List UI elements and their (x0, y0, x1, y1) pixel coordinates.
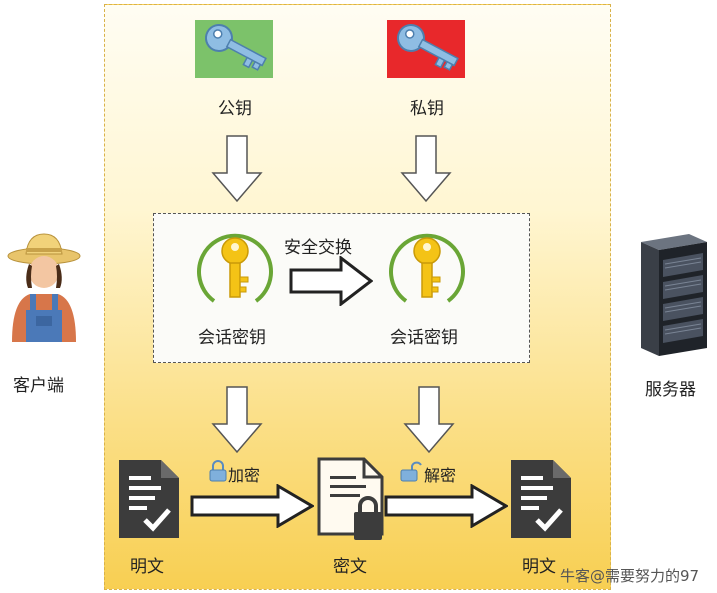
lock-closed-icon (209, 460, 227, 482)
session-key-right-label: 会话密钥 (390, 328, 458, 348)
down-arrow-public (211, 135, 263, 203)
decrypt-arrow (384, 484, 508, 528)
client-person-icon (2, 230, 88, 346)
secure-exchange-label: 安全交换 (284, 238, 352, 258)
server-label: 服务器 (645, 380, 696, 400)
watermark-text: 牛客@需要努力的97 (560, 567, 700, 585)
lock-open-icon (400, 460, 422, 482)
server-icon (631, 232, 711, 358)
down-arrow-encrypt (211, 386, 263, 454)
decrypt-label: 解密 (424, 466, 457, 485)
private-key-icon (385, 20, 467, 80)
plaintext-right-label: 明文 (522, 557, 556, 577)
encrypt-label: 加密 (228, 466, 261, 485)
down-arrow-decrypt (403, 386, 455, 454)
ciphertext-label: 密文 (333, 557, 367, 577)
exchange-arrow (289, 256, 373, 306)
plaintext-left-doc-icon (117, 458, 181, 540)
public-key-icon (193, 20, 275, 80)
plaintext-left-label: 明文 (130, 557, 164, 577)
session-key-left-icon (196, 227, 274, 311)
ciphertext-doc-icon (316, 456, 388, 544)
client-label: 客户端 (13, 376, 64, 396)
public-key-label: 公钥 (218, 99, 252, 119)
down-arrow-private (400, 135, 452, 203)
plaintext-right-doc-icon (509, 458, 573, 540)
encrypt-arrow (190, 484, 314, 528)
session-key-left-label: 会话密钥 (198, 328, 266, 348)
session-key-right-icon (388, 227, 466, 311)
private-key-label: 私钥 (410, 99, 444, 119)
